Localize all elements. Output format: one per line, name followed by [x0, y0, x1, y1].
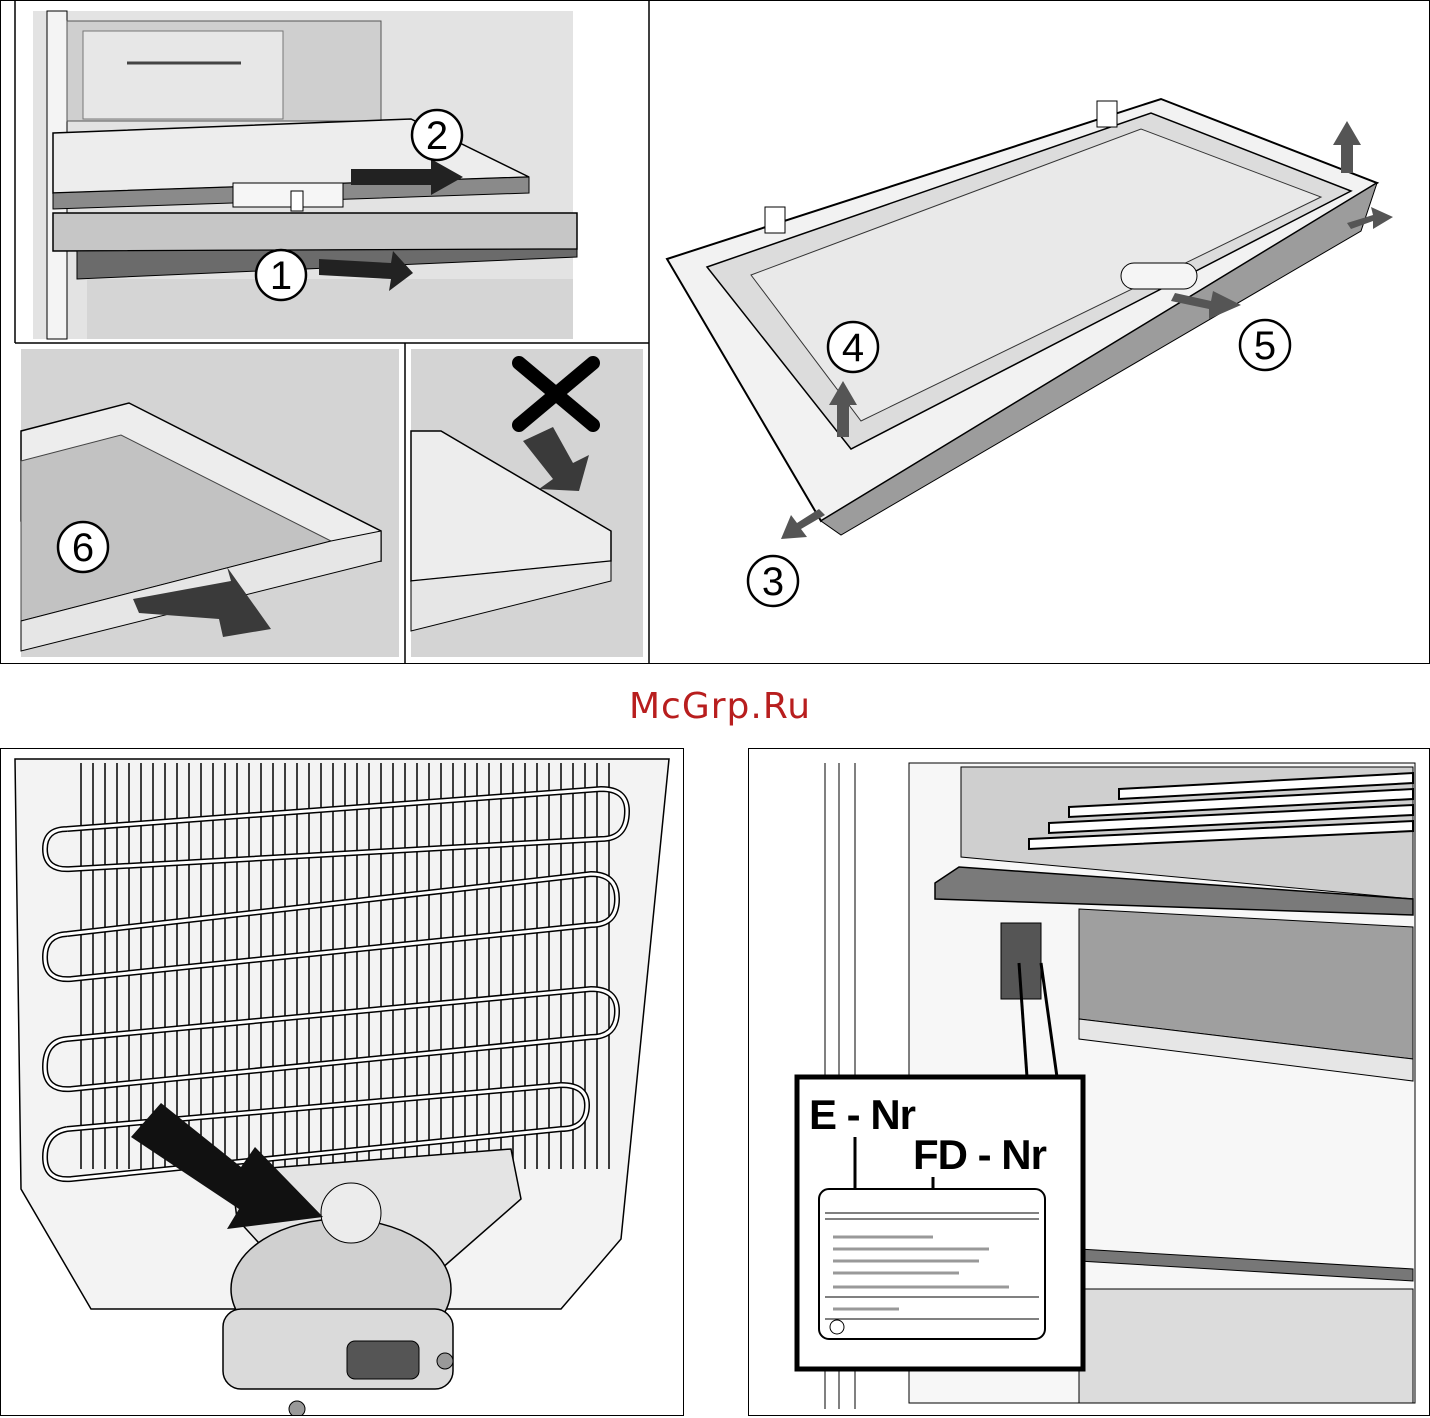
e-nr-label: E - Nr [809, 1091, 916, 1138]
step-5-label: 5 [1254, 324, 1276, 368]
drawer-insert-wrong-scene [411, 349, 643, 657]
step-3-label: 3 [762, 560, 784, 604]
drawer-removal-scene: 2 1 [33, 11, 577, 339]
top-illustration-frame: 2 1 6 [0, 0, 1430, 664]
rating-plate-illustration: E - Nr FD - Nr [749, 749, 1429, 1415]
drawer-insert-correct-scene: 6 [21, 349, 399, 657]
step-1-label: 1 [270, 254, 292, 298]
step-4-label: 4 [842, 326, 864, 370]
compressor-panel [0, 748, 684, 1416]
glass-shelf-scene: 4 5 3 [667, 99, 1393, 606]
step-6-label: 6 [72, 526, 94, 570]
rating-plate-panel: E - Nr FD - Nr [748, 748, 1430, 1416]
compressor-illustration [1, 749, 683, 1415]
fd-nr-label: FD - Nr [913, 1131, 1047, 1178]
watermark-text: McGrp.Ru [560, 686, 880, 727]
type-label-diagram [819, 1189, 1045, 1339]
step-2-label: 2 [426, 114, 448, 158]
top-illustration: 2 1 6 [1, 1, 1430, 664]
